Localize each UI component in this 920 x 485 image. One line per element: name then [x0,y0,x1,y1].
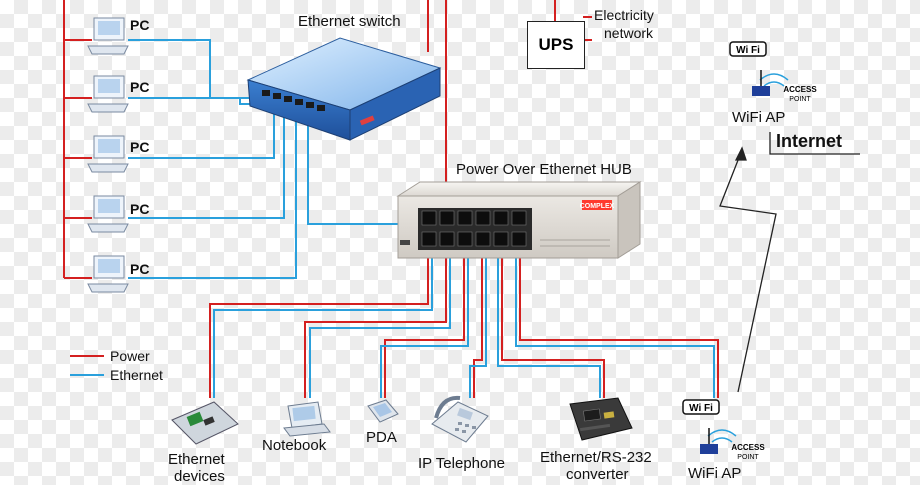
legend-lines [70,355,104,376]
svg-text:ACCESS: ACCESS [783,85,817,94]
power-wiring [63,0,719,398]
pc-5 [87,255,129,293]
pc-2 [87,75,129,113]
svg-text:POINT: POINT [789,96,811,103]
pc-computers [87,17,129,293]
svg-text:Wi Fi: Wi Fi [689,403,713,414]
svg-text:Wi Fi: Wi Fi [736,45,760,56]
ethernet-device-icon [171,401,239,445]
pc-label-3: PC [130,139,150,155]
wifi-ap-bottom-label: WiFi AP [688,465,742,482]
ethernet-devices-label-2: devices [174,468,225,485]
network-label: network [604,25,654,41]
svg-text:ACCESS: ACCESS [731,443,765,452]
wifi-ap-top-label: WiFi AP [732,109,786,126]
wireless-link [719,132,860,393]
ethernet-devices-label-1: Ethernet [168,451,225,468]
legend-power-label: Power [110,348,150,364]
ethernet-switch [246,37,442,141]
notebook-label: Notebook [262,437,327,454]
ethernet-wiring [128,39,715,398]
converter-label-2: converter [566,466,629,483]
pda-icon [367,399,399,423]
ethernet-switch-label: Ethernet switch [298,13,401,30]
wifi-ap-bottom-icon: Wi Fi ACCESS POINT [682,399,765,461]
hub-brand-logo: COMPLEX [580,203,615,210]
pc-label-2: PC [130,79,150,95]
pc-label-5: PC [130,261,150,277]
converter-icon [569,397,633,441]
pc-label-1: PC [130,17,150,33]
ups-label: UPS [538,35,574,54]
wifi-ap-top-icon: Wi Fi ACCESS POINT [729,41,817,103]
pda-label: PDA [366,429,397,446]
poe-hub-label: Power Over Ethernet HUB [456,161,632,178]
ip-telephone-icon [431,395,489,443]
ip-telephone-label: IP Telephone [418,455,506,472]
pc-4 [87,195,129,233]
pc-label-4: PC [130,201,150,217]
internet-label: Internet [776,131,843,151]
notebook-icon [283,401,331,437]
pc-1 [87,17,129,55]
poe-hub: COMPLEX [396,181,642,259]
electricity-label: Electricity [594,7,654,23]
pc-3 [87,135,129,173]
svg-text:POINT: POINT [737,454,759,461]
converter-label-1: Ethernet/RS-232 [540,449,652,466]
legend-ethernet-label: Ethernet [110,367,163,383]
ups-box: UPS [527,21,585,69]
